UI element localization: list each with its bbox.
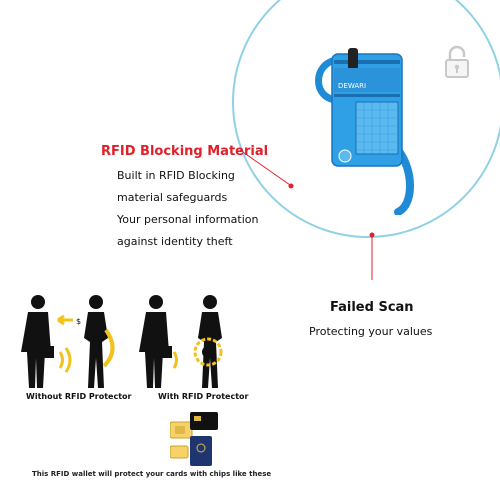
without-protector-illustration: $ [21,295,115,388]
feature-circle [232,0,500,238]
money-symbol: $ [76,317,81,326]
failed-scan-title: Failed Scan [330,300,414,315]
brand-label: DEWARI [338,82,366,90]
rfid-line-2: material safeguards [117,191,228,204]
bottom-caption: This RFID wallet will protect your cards… [32,470,272,478]
chip-cards-illustration [170,412,218,466]
with-protector-illustration [139,295,223,388]
without-protector-caption: Without RFID Protector [26,392,132,401]
rfid-title: RFID Blocking Material [101,144,269,159]
neck-wallet-product: DEWARI [315,48,414,215]
rfid-line-3: Your personal information [117,213,259,226]
failed-scan-subtitle: Protecting your values [309,325,433,338]
with-protector-caption: With RFID Protector [158,392,249,401]
rfid-line-4: against identity theft [117,235,233,248]
padlock-icon [445,45,469,78]
rfid-line-1: Built in RFID Blocking [117,169,235,182]
